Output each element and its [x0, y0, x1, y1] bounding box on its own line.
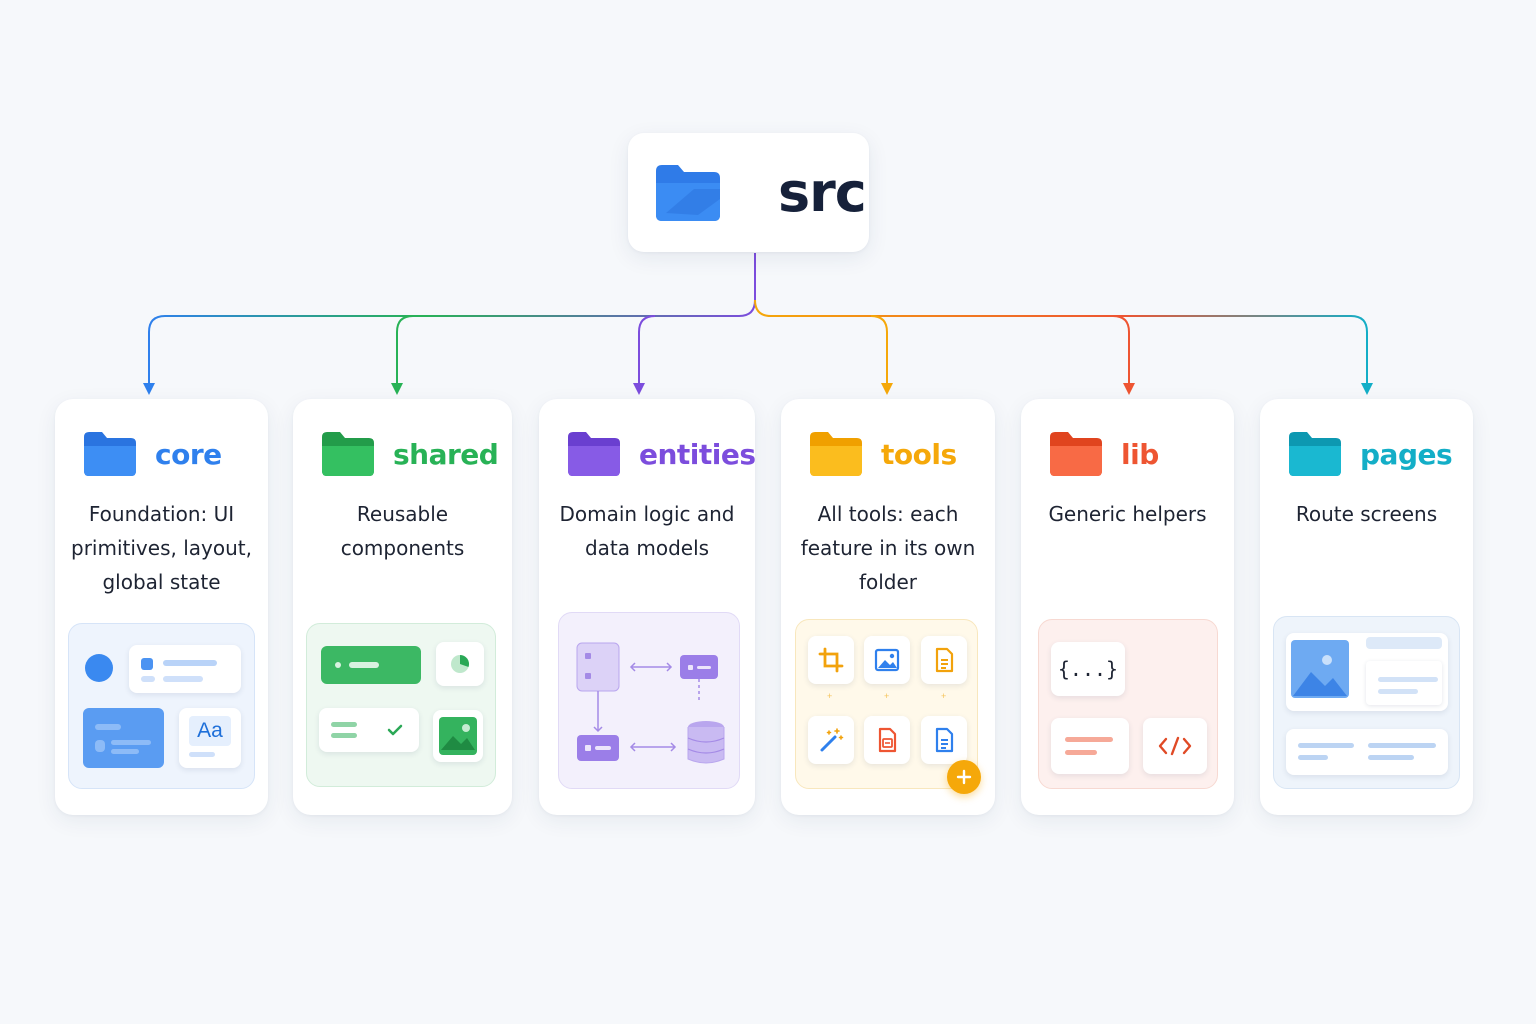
folder-title-tools: tools [881, 437, 957, 471]
pdf-document-icon [878, 727, 897, 753]
folder-description-shared: Reusable components [340, 502, 465, 560]
image-icon [439, 717, 477, 755]
checkbox-component [319, 708, 419, 752]
button-component [321, 646, 421, 684]
route-list-tile [1286, 729, 1448, 775]
typography-tile: Aa [179, 708, 241, 768]
circle-shape [85, 654, 113, 682]
document-icon [935, 647, 954, 673]
folder-icon [1289, 432, 1341, 476]
tools-preview: + + + [795, 619, 981, 794]
typography-sample: Aa [189, 716, 231, 746]
helper-lines-tile [1051, 718, 1129, 774]
check-icon [387, 724, 403, 736]
lib-preview: {...} [1038, 619, 1218, 789]
image-tile [433, 710, 483, 762]
folder-title-lib: lib [1121, 437, 1159, 471]
panel-tile [83, 708, 164, 768]
code-tag-icon [1158, 736, 1192, 756]
folder-description-pages: Route screens [1295, 502, 1438, 526]
list-tile [129, 645, 241, 693]
folder-card-core[interactable]: core Foundation: UI primitives, layout, … [55, 399, 268, 815]
folder-description-entities: Domain logic and data models [559, 502, 735, 560]
database-icon [687, 721, 725, 764]
pie-chart-icon [451, 655, 470, 673]
folder-icon [656, 164, 720, 221]
folder-description-tools: All tools: each feature in its own folde… [800, 502, 976, 594]
code-tile [1143, 718, 1207, 774]
document-tool[interactable] [921, 636, 967, 684]
pie-chart-tile [436, 642, 484, 686]
folder-card-pages[interactable]: pages Route screens [1260, 399, 1473, 815]
folder-icon [810, 432, 862, 476]
folder-icon [322, 432, 374, 476]
add-icon [956, 769, 972, 785]
folder-title-shared: shared [393, 437, 499, 471]
folder-icon [1050, 432, 1102, 476]
folder-card-tools[interactable]: tools All tools: each feature in its own… [781, 399, 995, 815]
data-model-diagram [576, 642, 725, 764]
folder-title-entities: entities [639, 437, 756, 471]
folder-card-lib[interactable]: lib Generic helpers {...} [1021, 399, 1234, 815]
image-tool[interactable] [864, 636, 910, 684]
folder-description-core: Foundation: UI primitives, layout, globa… [71, 502, 252, 594]
crop-icon [818, 647, 844, 673]
magic-wand-icon [820, 728, 844, 752]
root-folder-title: src [778, 161, 867, 224]
pdf-tool[interactable] [864, 716, 910, 764]
folder-title-core: core [155, 437, 222, 471]
text-document-tool[interactable] [921, 716, 967, 764]
magic-wand-tool[interactable] [808, 716, 854, 764]
folder-icon [568, 432, 620, 476]
image-icon [874, 648, 900, 672]
folder-description-lib: Generic helpers [1048, 502, 1207, 526]
crop-tool[interactable] [808, 636, 854, 684]
folder-icon [84, 432, 136, 476]
json-snippet: {...} [1051, 642, 1125, 696]
route-screen-tile [1286, 633, 1448, 711]
folder-card-entities[interactable]: entities Domain logic and data models [539, 399, 756, 815]
folder-card-shared[interactable]: shared Reusable components [293, 399, 512, 815]
core-preview: Aa [68, 623, 255, 789]
shared-preview [306, 623, 496, 787]
text-document-icon [935, 727, 954, 753]
pages-preview [1273, 616, 1460, 789]
image-icon [1291, 640, 1349, 698]
add-tool-button[interactable] [947, 760, 981, 794]
entities-preview [558, 612, 740, 789]
folder-title-pages: pages [1360, 437, 1453, 471]
root-folder-card[interactable]: src [628, 133, 869, 252]
